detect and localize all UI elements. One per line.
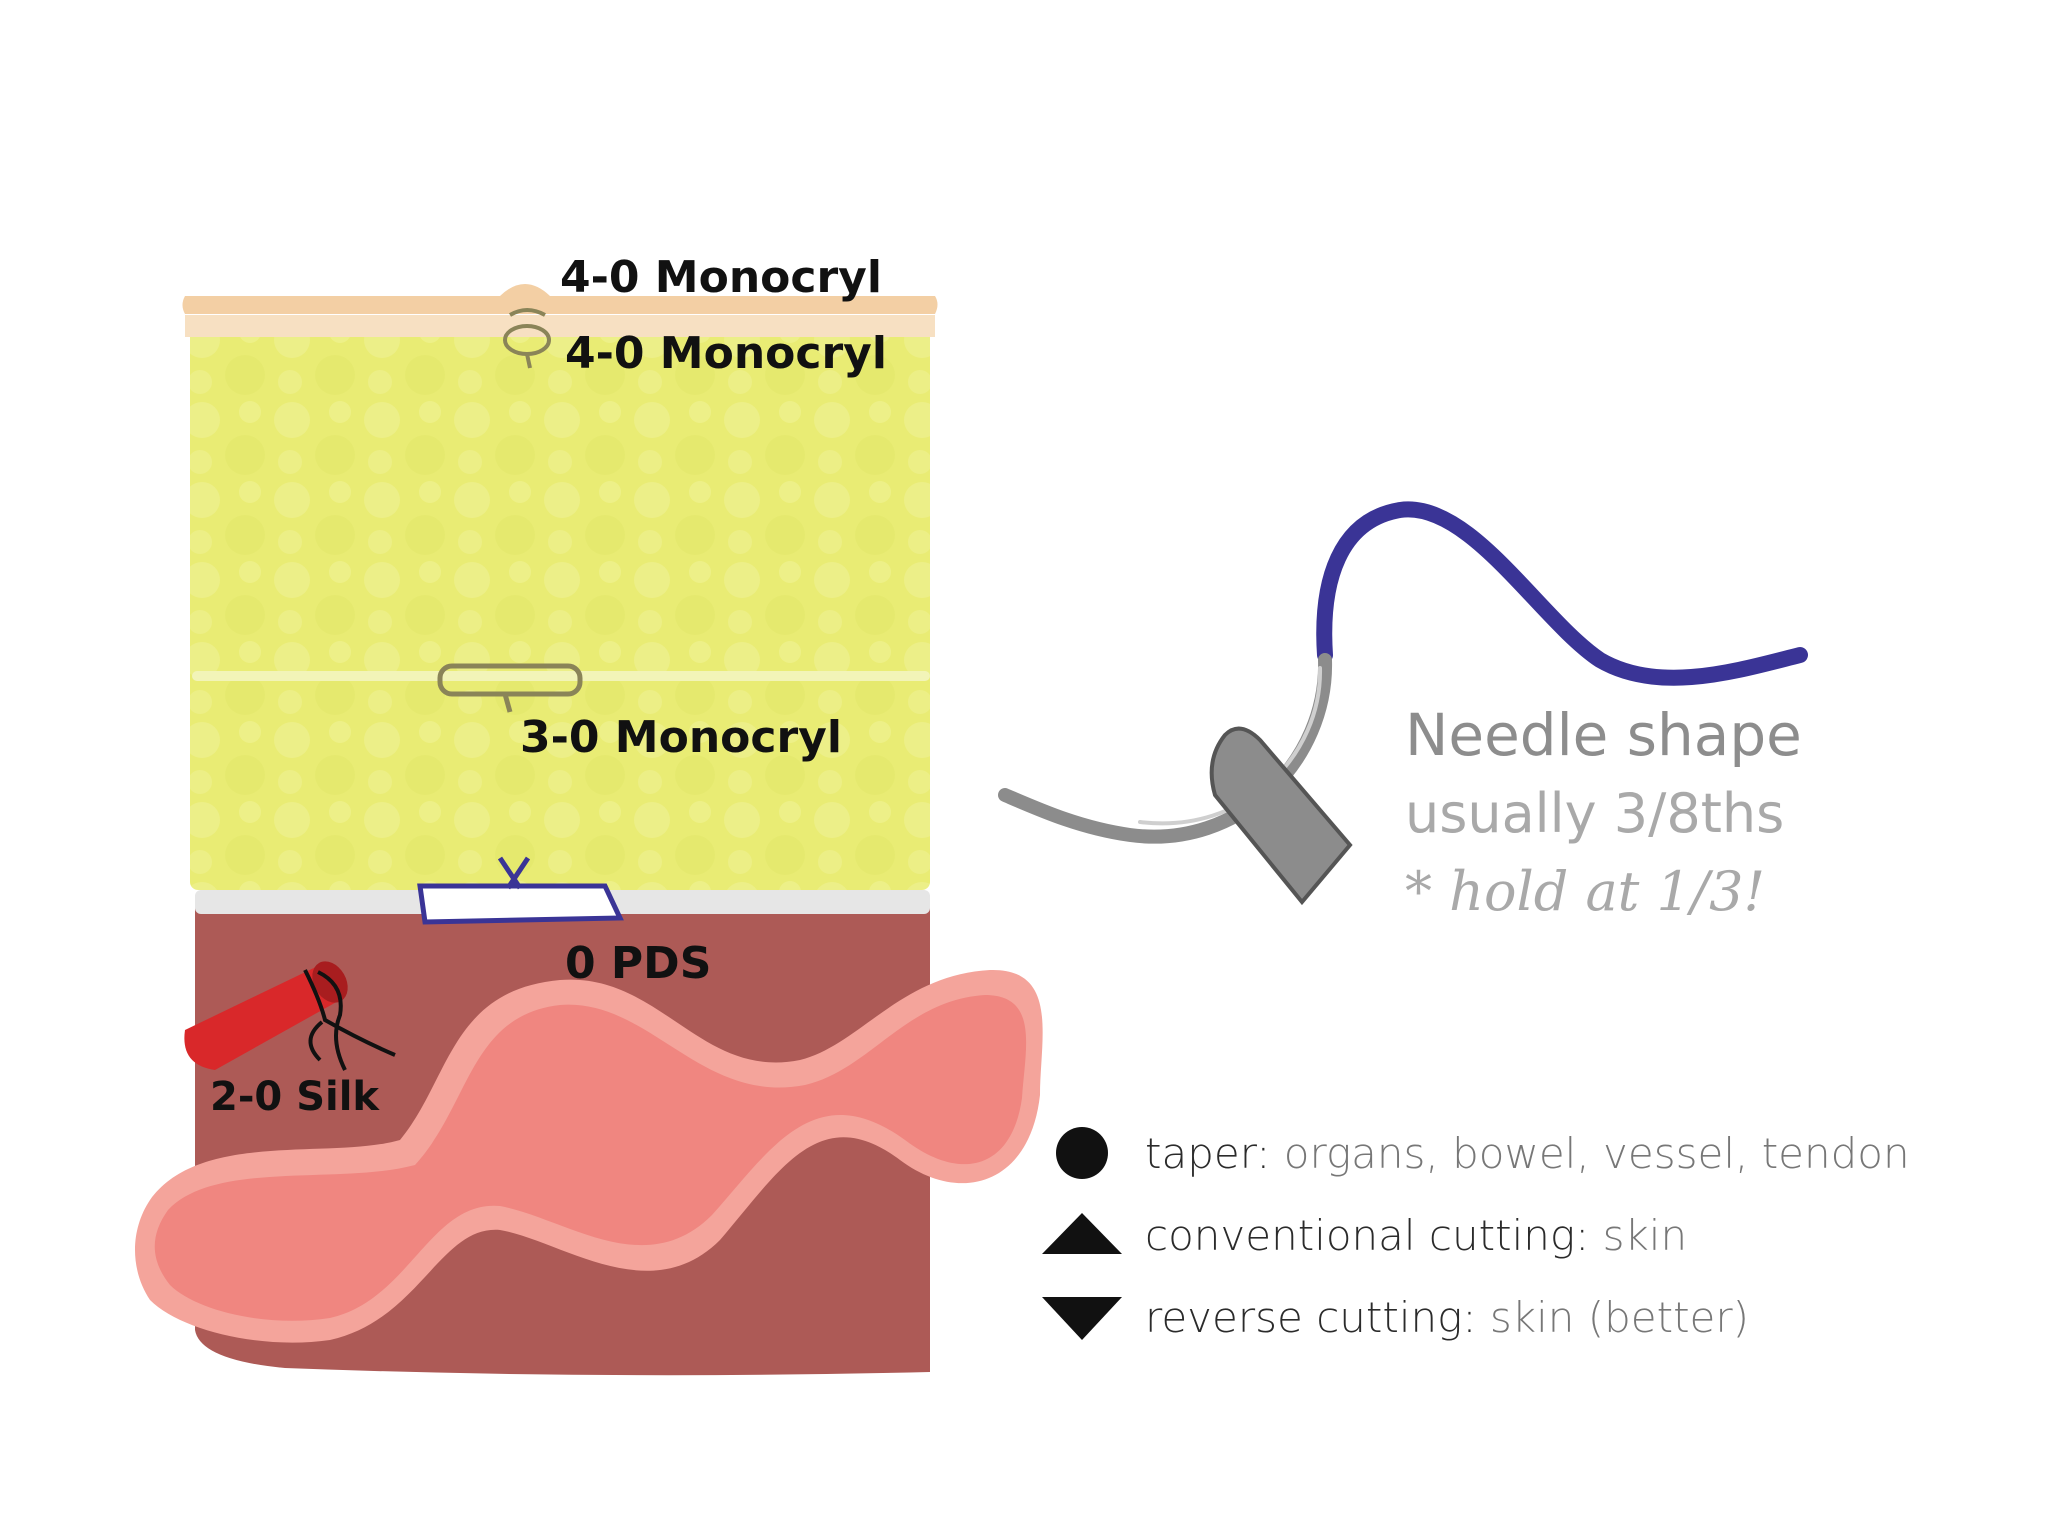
needle-subtitle: usually 3/8ths <box>1405 782 1784 845</box>
legend-value-taper: organs, bowel, vessel, tendon <box>1270 1129 1909 1178</box>
legend-value-reverse: skin (better) <box>1477 1293 1750 1342</box>
needle-holder <box>1212 729 1350 902</box>
fat-layer <box>190 320 930 890</box>
fat-septum <box>192 671 930 681</box>
dermis-suture-label: 4-0 Monocryl <box>565 328 887 379</box>
needle-type-legend: taper: organs, bowel, vessel, tendon con… <box>1042 1127 1910 1342</box>
triangle-up-icon <box>1042 1213 1122 1254</box>
legend-key-reverse: reverse cutting: <box>1145 1293 1477 1342</box>
legend-item-reverse: reverse cutting: skin (better) <box>1145 1293 1749 1342</box>
legend-key-conventional: conventional cutting: <box>1145 1211 1589 1260</box>
needle-title: Needle shape <box>1405 701 1802 769</box>
fat-suture-label: 3-0 Monocryl <box>520 712 842 763</box>
circle-icon <box>1056 1127 1108 1179</box>
legend-value-conventional: skin <box>1589 1211 1687 1260</box>
legend-item-taper: taper: organs, bowel, vessel, tendon <box>1145 1129 1910 1178</box>
needle-thread <box>1324 509 1800 677</box>
triangle-down-icon <box>1042 1297 1122 1340</box>
legend-item-conventional: conventional cutting: skin <box>1145 1211 1687 1260</box>
needle-note: * hold at 1/3! <box>1405 860 1765 923</box>
vessel-suture-label: 2-0 Silk <box>210 1074 380 1120</box>
skin-suture-label: 4-0 Monocryl <box>560 252 882 303</box>
fascia-suture-label: 0 PDS <box>565 938 711 989</box>
legend-key-taper: taper: <box>1145 1129 1270 1178</box>
